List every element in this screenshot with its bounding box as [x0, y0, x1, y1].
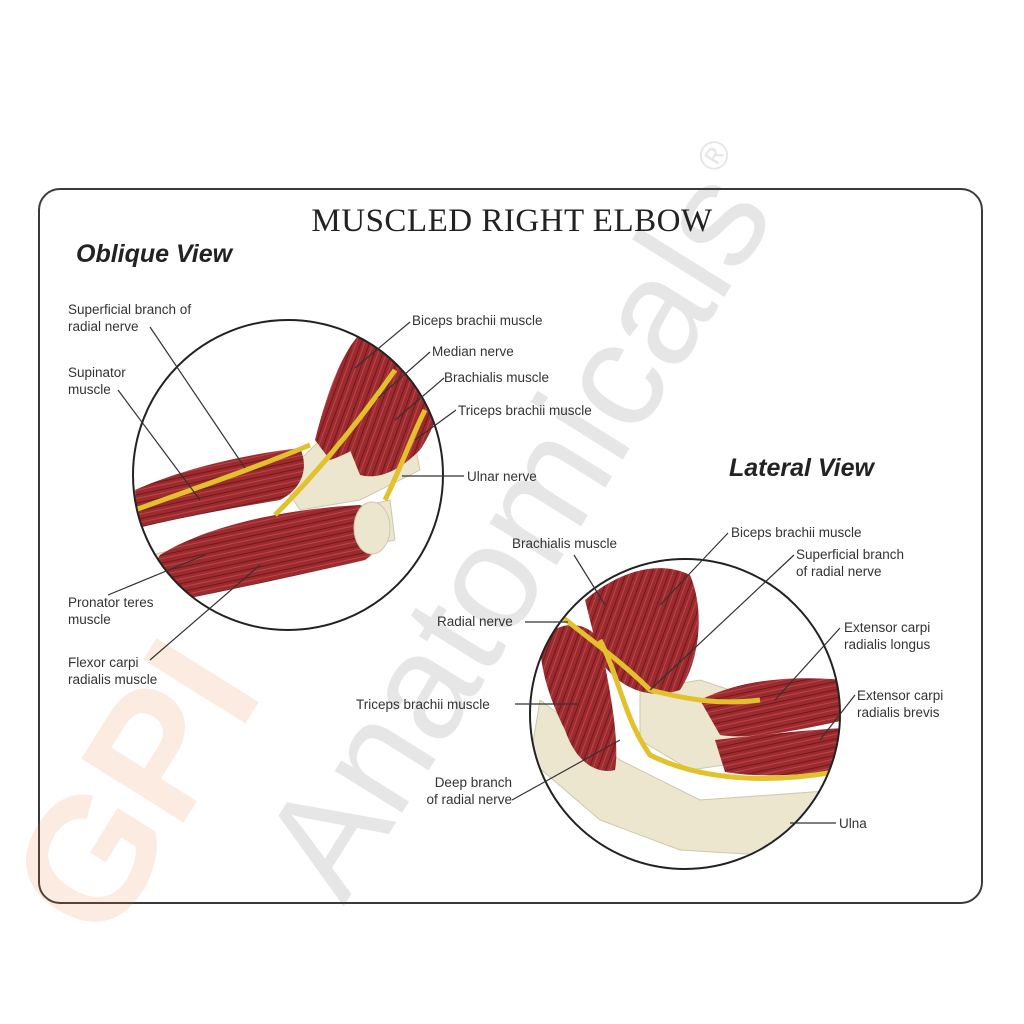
- leader-median-nerve: [377, 351, 431, 399]
- label-triceps-brachii-lateral: Triceps brachii muscle: [356, 697, 490, 712]
- label-extensor-carpi-radialis-brevis: Extensor carpi radialis brevis: [857, 688, 944, 720]
- label-ulna: Ulna: [839, 816, 867, 831]
- oblique-supinator-muscle: [135, 448, 304, 528]
- label-ulnar-nerve: Ulnar nerve: [467, 469, 537, 484]
- label-brachialis-oblique: Brachialis muscle: [444, 370, 550, 385]
- leader-triceps-oblique: [414, 409, 457, 441]
- leader-brachialis-oblique: [394, 377, 445, 421]
- leader-biceps-oblique: [354, 321, 411, 369]
- label-brachialis-lateral: Brachialis muscle: [512, 536, 618, 551]
- page-title: MUSCLED RIGHT ELBOW: [311, 203, 713, 239]
- label-radial-nerve: Radial nerve: [437, 614, 513, 629]
- leader-ecr-brevis: [819, 694, 856, 741]
- label-triceps-brachii-oblique: Triceps brachii muscle: [458, 403, 592, 418]
- leader-pronator-teres: [107, 554, 206, 596]
- leader-ecr-longus: [774, 627, 841, 701]
- label-extensor-carpi-radialis-longus: Extensor carpi radialis longus: [844, 620, 931, 652]
- oblique-ulnar-nerve: [382, 408, 428, 502]
- oblique-epicondyle: [353, 501, 391, 555]
- leader-flexor-carpi-radialis: [149, 564, 261, 661]
- lateral-view-title: Lateral View: [729, 454, 874, 482]
- label-supinator-muscle: Supinator muscle: [68, 365, 126, 397]
- lateral-leader-lines: [511, 532, 856, 824]
- oblique-view-illustration: [133, 320, 443, 630]
- lateral-deep-branch-nerve: [597, 638, 840, 781]
- leader-deep-branch: [511, 739, 621, 801]
- oblique-pronator-teres-muscle: [156, 505, 381, 600]
- lateral-bone: [530, 699, 840, 861]
- leader-superficial-branch: [149, 326, 246, 469]
- label-biceps-brachii-lateral: Biceps brachii muscle: [731, 525, 862, 540]
- oblique-superficial-radial-nerve: [134, 442, 311, 513]
- label-median-nerve: Median nerve: [432, 344, 514, 359]
- label-superficial-branch-oblique: Superficial branch of radial nerve: [68, 302, 192, 334]
- leader-supinator: [117, 389, 201, 501]
- lateral-extensor-brevis-muscle: [715, 728, 840, 776]
- lateral-extensor-longus-muscle: [700, 678, 840, 737]
- lateral-triceps-muscle: [540, 625, 617, 771]
- lateral-view-illustration: [530, 559, 840, 869]
- leader-biceps-lateral: [659, 532, 729, 606]
- label-flexor-carpi-radialis-muscle: Flexor carpi radialis muscle: [68, 655, 158, 687]
- oblique-median-nerve: [273, 368, 398, 517]
- label-biceps-brachii-oblique: Biceps brachii muscle: [412, 313, 543, 328]
- oblique-view-circle: [132, 319, 444, 631]
- leader-brachialis-lateral: [573, 554, 606, 606]
- lateral-biceps-muscle: [585, 568, 699, 694]
- label-deep-branch-radial-nerve: Deep branch of radial nerve: [426, 775, 512, 807]
- label-superficial-branch-lateral: Superficial branch of radial nerve: [796, 547, 905, 579]
- oblique-leader-lines: [107, 321, 464, 661]
- oblique-view-title: Oblique View: [76, 240, 233, 268]
- label-pronator-teres-muscle: Pronator teres muscle: [68, 595, 154, 627]
- leader-superficial-branch-lateral: [649, 554, 795, 691]
